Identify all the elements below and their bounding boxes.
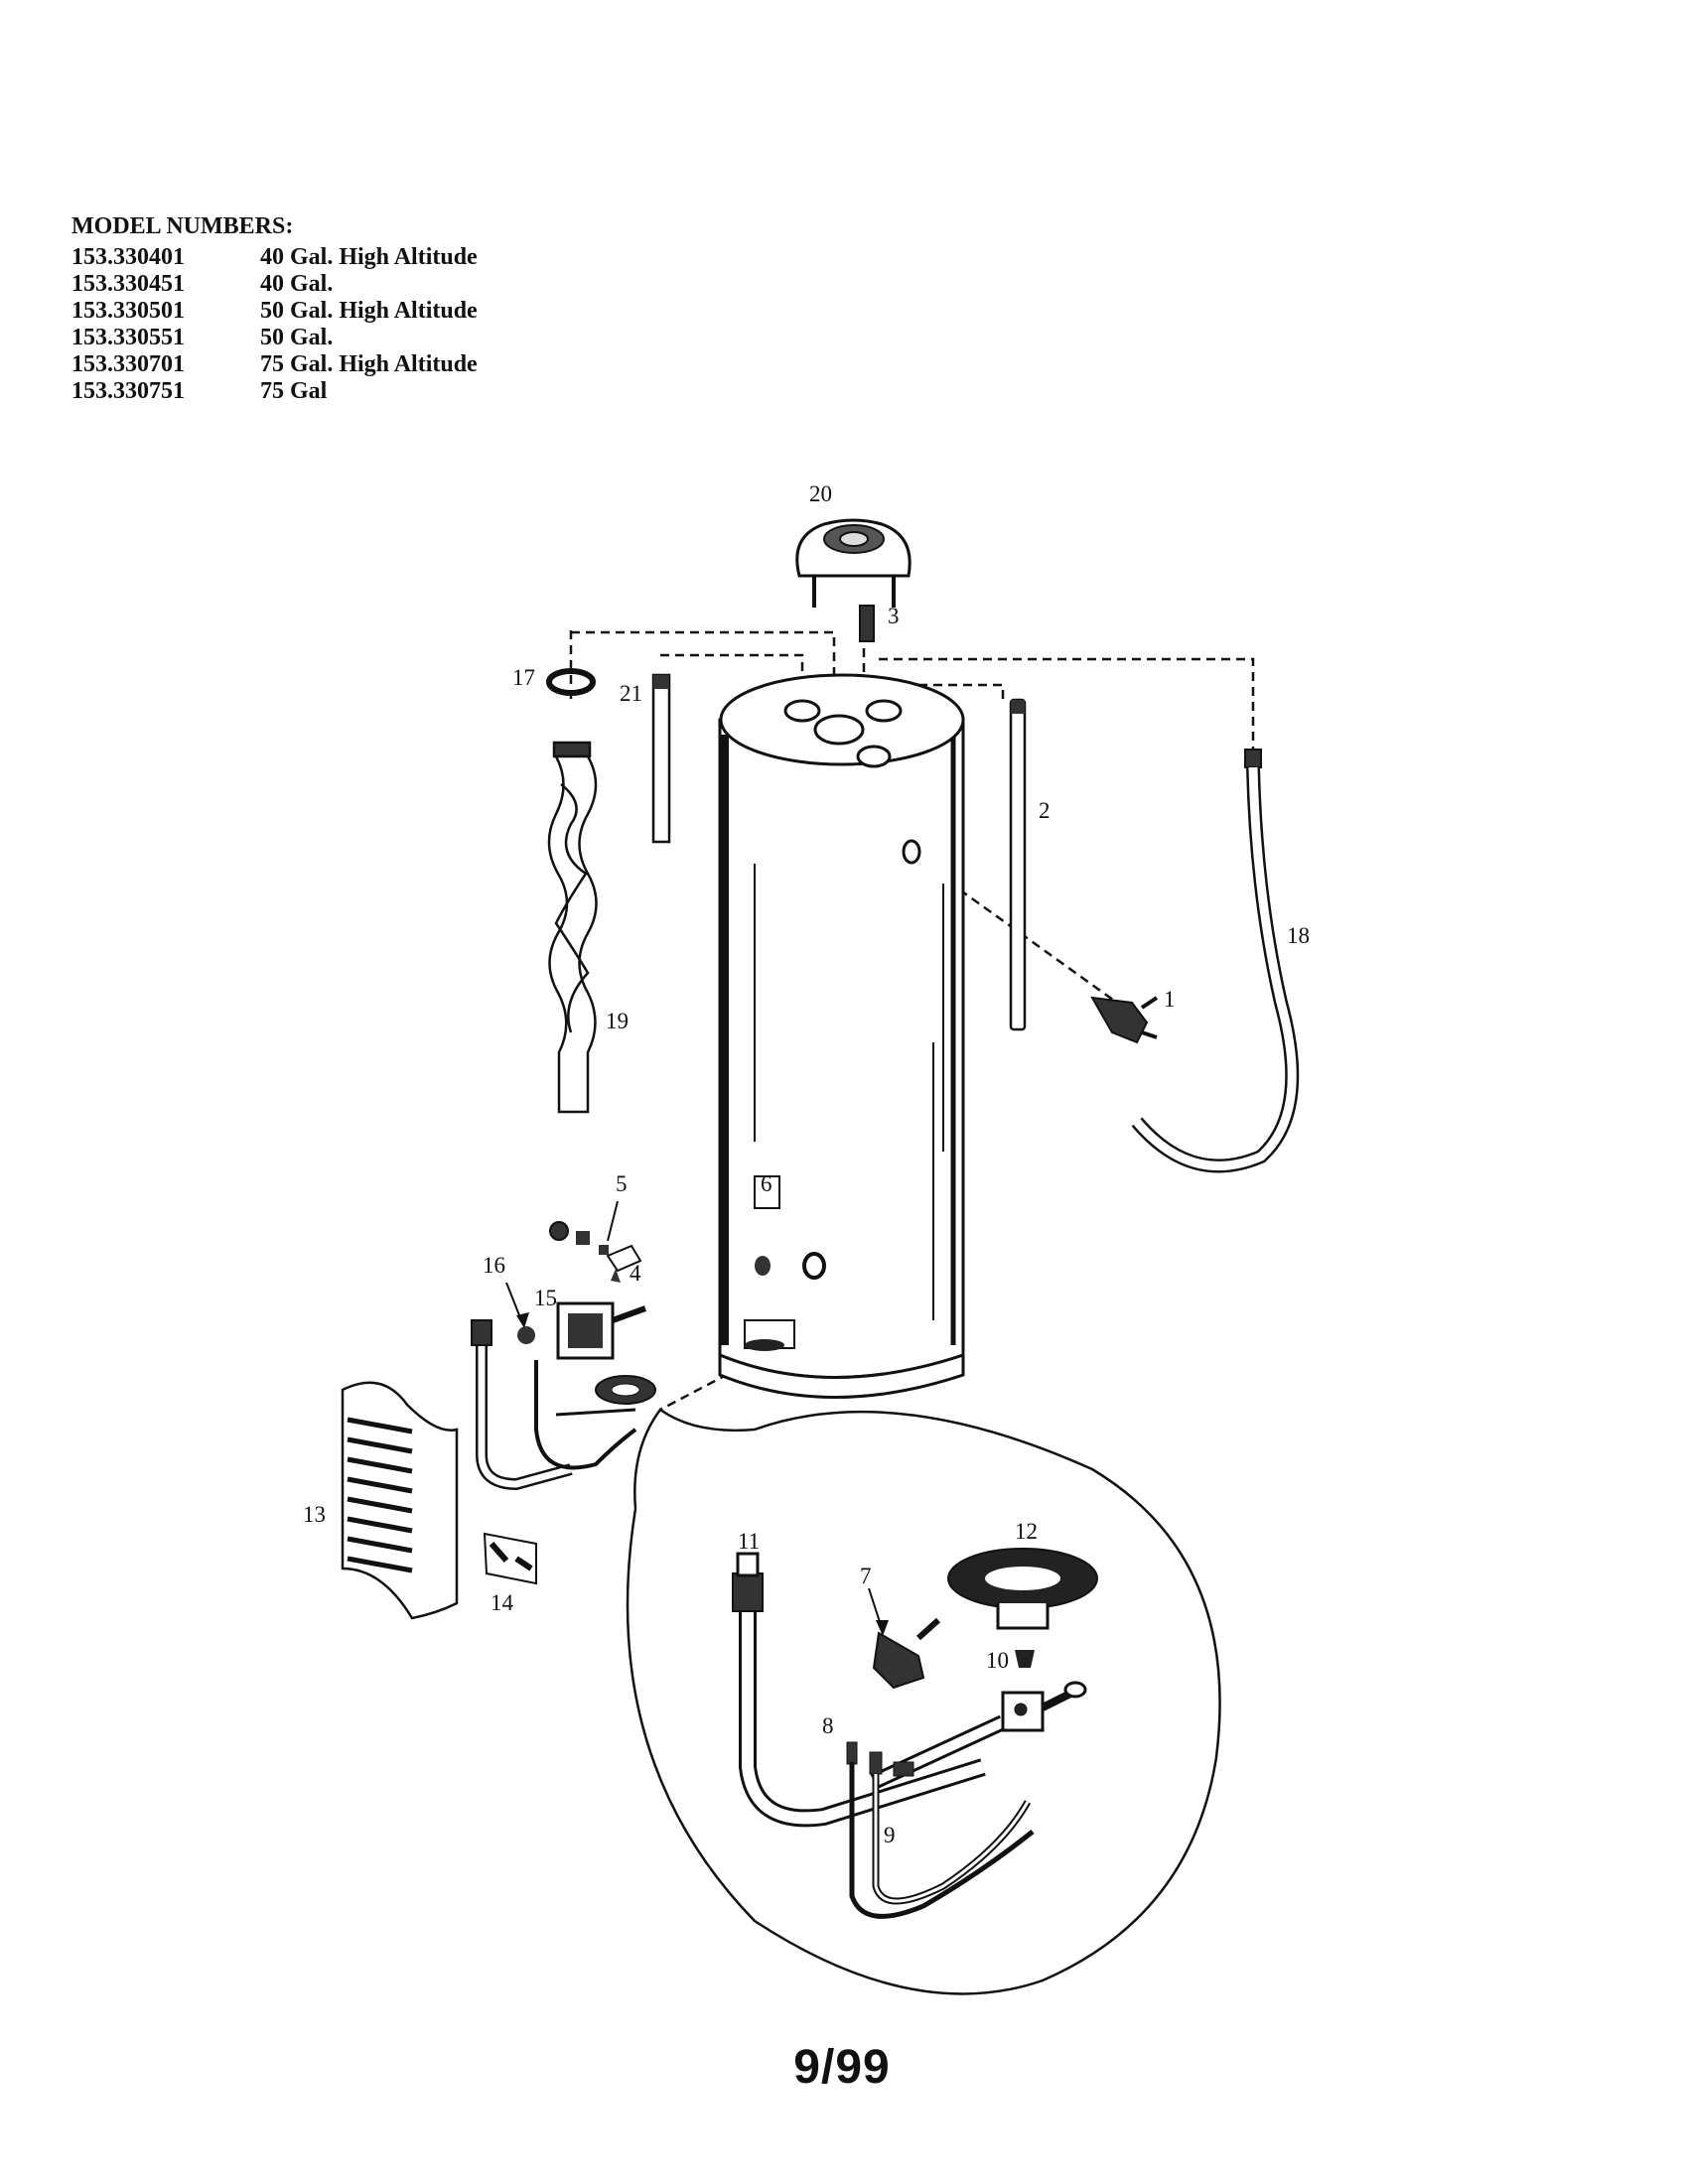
model-description: 75 Gal: [260, 378, 328, 404]
model-number: 153.330701: [71, 351, 185, 377]
part-18-hose: [1131, 749, 1300, 1173]
model-row: 153.330451 40 Gal.: [71, 271, 478, 298]
part-7-igniter: [868, 1587, 941, 1690]
part-15-gas-control: [556, 1301, 647, 1360]
model-description: 75 Gal. High Altitude: [260, 351, 478, 377]
part-1-drain-valve: [902, 839, 1159, 1044]
model-number: 153.330451: [71, 271, 185, 297]
callout-20: 20: [809, 481, 832, 506]
callout-17: 17: [512, 665, 535, 690]
model-description: 50 Gal. High Altitude: [260, 298, 478, 324]
callout-18: 18: [1287, 923, 1310, 948]
part-10-orifice: [1015, 1650, 1035, 1668]
model-number: 153.330751: [71, 378, 185, 404]
part-3-fitting: [859, 605, 875, 642]
part-12-burner: [947, 1548, 1098, 1630]
model-description: 40 Gal. High Altitude: [260, 244, 478, 270]
part-14-bracket: [483, 1532, 537, 1585]
burner-assembly: [471, 1319, 656, 1491]
model-numbers-table: MODEL NUMBERS: 153.330401 40 Gal. High Al…: [71, 213, 478, 405]
model-description: 40 Gal.: [260, 271, 334, 297]
page-number: 9/99: [793, 2041, 891, 2094]
model-number: 153.330401: [71, 244, 185, 270]
callout-15: 15: [534, 1286, 557, 1310]
callout-7: 7: [860, 1564, 872, 1588]
model-numbers-heading: MODEL NUMBERS:: [71, 213, 294, 239]
model-row: 153.330501 50 Gal. High Altitude: [71, 298, 478, 325]
callout-13: 13: [303, 1502, 326, 1527]
callout-1: 1: [1164, 987, 1176, 1012]
callout-2: 2: [1039, 798, 1051, 823]
model-description: 50 Gal.: [260, 325, 334, 350]
callout-19: 19: [606, 1009, 629, 1033]
model-row: 153.330551 50 Gal.: [71, 325, 478, 351]
callout-3: 3: [888, 604, 900, 628]
callout-11: 11: [738, 1529, 760, 1554]
part-16-nut: [505, 1282, 535, 1344]
model-row: 153.330701 75 Gal. High Altitude: [71, 351, 478, 378]
part-17-gasket: [546, 668, 596, 696]
burner-detail-bubble: [626, 1408, 1221, 1995]
part-5-fittings: [549, 1200, 642, 1283]
part-19-flex-connector: [547, 741, 598, 1114]
callout-12: 12: [1015, 1519, 1038, 1544]
callout-10: 10: [986, 1648, 1009, 1673]
water-heater-tank: [718, 673, 965, 1399]
callout-16: 16: [483, 1253, 505, 1278]
callout-8: 8: [822, 1713, 834, 1738]
model-number: 153.330501: [71, 298, 185, 324]
model-row: 153.330401 40 Gal. High Altitude: [71, 244, 478, 271]
part-11-manifold-tube: [732, 1552, 986, 1828]
callout-14: 14: [491, 1590, 514, 1615]
model-number: 153.330551: [71, 325, 185, 350]
callout-4: 4: [630, 1261, 641, 1286]
part-2-anode-rod: [1009, 698, 1027, 1031]
callout-9: 9: [884, 1823, 896, 1847]
part-13-access-door: [341, 1381, 459, 1620]
model-row: 153.330751 75 Gal: [71, 378, 478, 405]
part-20-heat-trap-cap: [795, 518, 912, 608]
callout-6: 6: [761, 1171, 772, 1196]
part-21-tube: [651, 673, 671, 844]
callout-21: 21: [620, 681, 642, 706]
callout-5: 5: [616, 1171, 628, 1196]
part-8-9-pilot-tubes: [846, 1741, 1035, 1919]
